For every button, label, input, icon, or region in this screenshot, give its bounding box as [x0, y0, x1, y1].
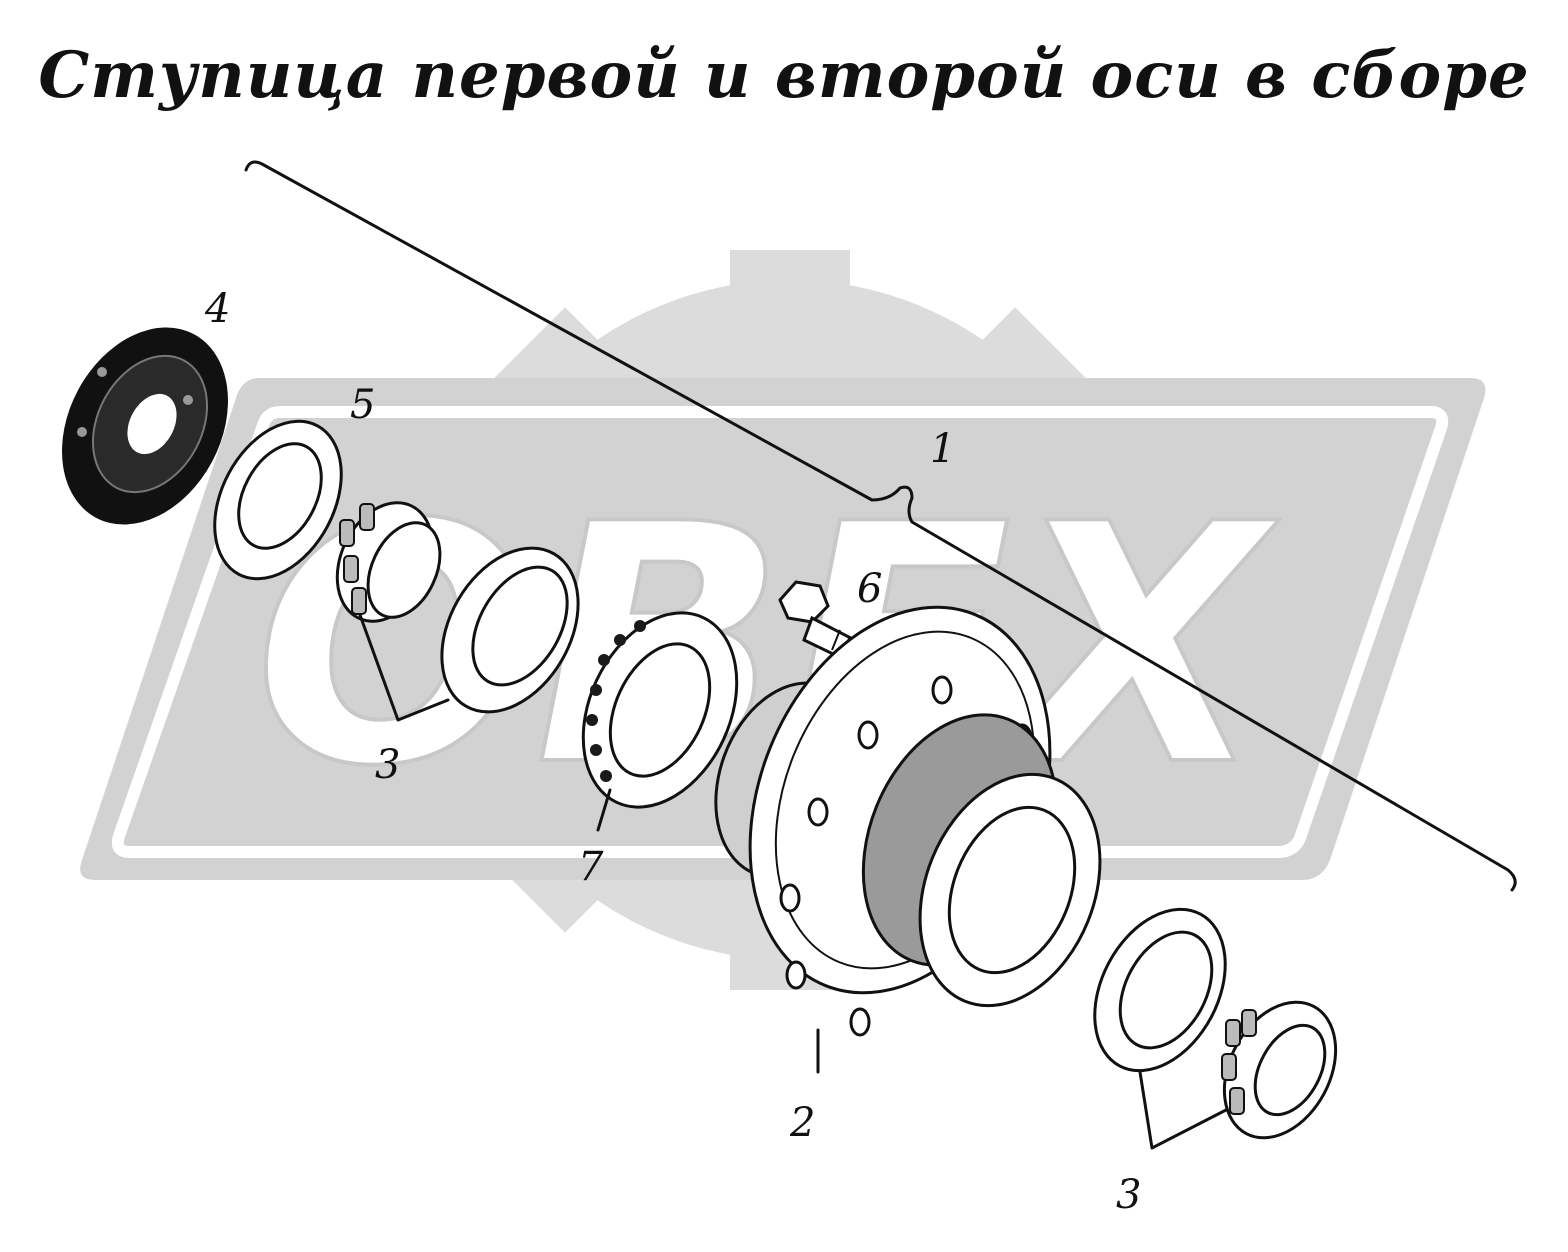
label-2: 2	[789, 1100, 815, 1146]
part-5-washer	[213, 419, 343, 581]
part-4-sealed-bearing	[62, 327, 228, 525]
part-7-toothed-ring	[581, 611, 739, 832]
label-4: 4	[204, 286, 230, 332]
label-5: 5	[350, 382, 375, 428]
part-1-seal-ring-wire	[244, 160, 1517, 892]
label-6: 6	[857, 566, 882, 612]
label-3b: 3	[1116, 1172, 1141, 1218]
label-3a: 3	[375, 742, 400, 788]
page-title: Ступица первой и второй оси в сборе	[38, 38, 1530, 113]
part-2-hub	[714, 605, 1102, 1074]
part-3-right-bearing	[1093, 907, 1338, 1150]
part-3-left-bearing	[335, 501, 580, 722]
label-7: 7	[578, 844, 604, 890]
label-1: 1	[930, 426, 955, 472]
